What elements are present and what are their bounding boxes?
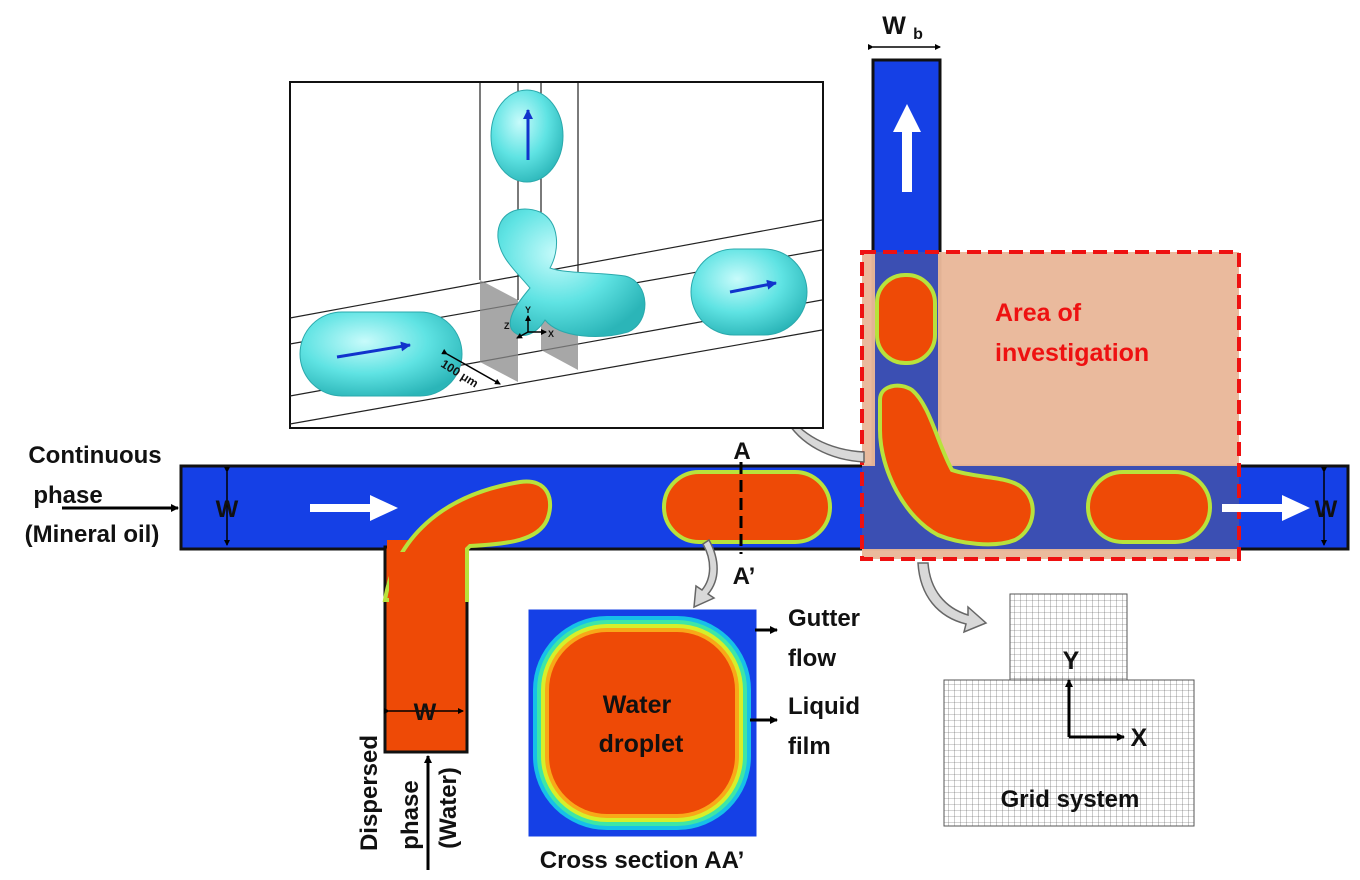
inset-axes: Y X Z [504, 305, 554, 339]
forming-droplet [382, 479, 553, 612]
area-label-line2: investigation [995, 339, 1149, 367]
cross-section-frame [528, 609, 757, 837]
dispersed-label-line1: Dispersed [356, 735, 383, 851]
width-left-dimension: W [216, 467, 239, 546]
width-branch-label: W [882, 12, 906, 40]
inset-droplet-breakup [497, 208, 646, 337]
inset-axis-z: Z [504, 321, 510, 331]
grid-axis-x: X [1131, 724, 1148, 752]
dispersed-label-line3: (Water) [435, 767, 462, 849]
inset-3d-view: Y X Z 100 μm [289, 81, 824, 429]
area-of-investigation-label: Area of investigation [995, 299, 1149, 367]
cross-section-caption: Cross section AA’ [540, 847, 745, 874]
cross-section-callout-arrow [693, 538, 718, 609]
dispersed-phase-label: Dispersed phase (Water) [356, 735, 462, 870]
branch-flow-arrow [893, 104, 921, 192]
inset-arrow-right [729, 279, 777, 294]
section-a-prime-label: A’ [733, 563, 756, 590]
width-branch-dimension: W b [868, 12, 941, 50]
inset-droplet-right [690, 248, 808, 336]
dispersed-label-line2: phase [397, 780, 424, 849]
continuous-phase-label: Continuous phase (Mineral oil) [25, 442, 179, 548]
width-dispersed-dimension: W [384, 699, 464, 726]
slug-droplet [662, 470, 832, 544]
inset-axis-y: Y [525, 305, 531, 315]
grid-caption: Grid system [1001, 786, 1140, 813]
droplet-label-line1: Water [603, 691, 672, 719]
width-dispersed-label: W [414, 699, 437, 726]
breakup-droplet [878, 383, 1035, 547]
gutter-flow-label: Gutter flow [755, 605, 860, 672]
film-label-line1: Liquid [788, 693, 860, 720]
outlet-flow-arrow [1222, 495, 1310, 521]
outlet-droplet [1086, 470, 1212, 544]
width-right-label: W [1315, 496, 1338, 523]
liquid-film-label: Liquid film [750, 693, 860, 760]
width-right-dimension: W [1315, 467, 1338, 546]
width-left-label: W [216, 496, 239, 523]
section-line-aa: A A’ [733, 438, 756, 590]
grid-axes: Y X [1063, 647, 1148, 752]
continuous-label-line3: (Mineral oil) [25, 521, 160, 548]
inset-axis-x: X [548, 329, 554, 339]
gutter-label-line1: Gutter [788, 605, 860, 632]
grid-callout-arrow [917, 562, 988, 634]
grid-system: Y X Grid system [943, 593, 1195, 827]
width-branch-subscript: b [913, 26, 923, 43]
continuous-label-line2: phase [33, 482, 102, 509]
branch-droplet [875, 273, 937, 365]
inset-arrow-left [336, 341, 411, 359]
area-label-line1: Area of [995, 299, 1082, 327]
grid-axis-y: Y [1063, 647, 1080, 675]
continuous-label-line1: Continuous [28, 442, 161, 469]
inlet-flow-arrow [310, 495, 398, 521]
gutter-label-line2: flow [788, 645, 836, 672]
inset-droplet-left [299, 311, 463, 397]
droplet-label-line2: droplet [599, 730, 684, 758]
section-a-label: A [733, 438, 750, 465]
film-label-line2: film [788, 733, 831, 760]
cross-section: Water droplet Cross section AA’ [528, 609, 757, 874]
flow-arrows [310, 104, 1310, 521]
investigation-area-border [860, 250, 1241, 561]
